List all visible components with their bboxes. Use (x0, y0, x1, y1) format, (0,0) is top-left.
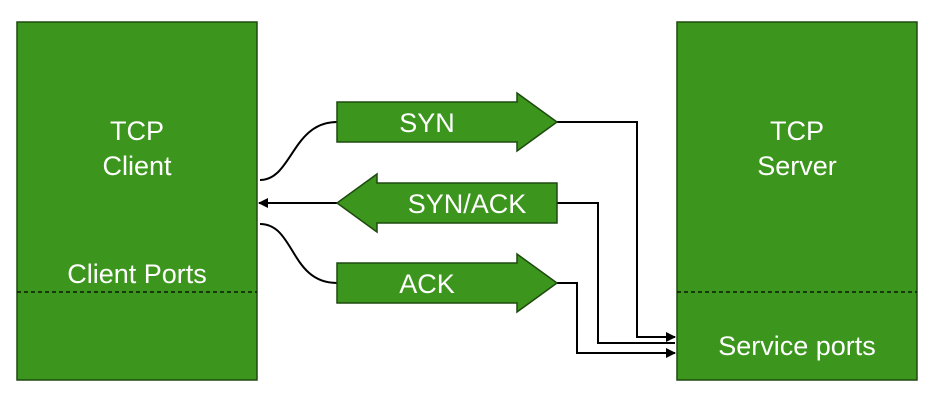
ack-arrow: ACK (336, 252, 559, 314)
synack-label: SYN/ACK (408, 189, 527, 219)
ack-arrow-shape (336, 252, 559, 314)
server-title-line1: TCP (770, 116, 824, 146)
syn-label: SYN (399, 108, 455, 138)
syn-wire-to-server (557, 121, 676, 342)
synack-arrow-shape (335, 172, 558, 234)
synack-arrow: SYN/ACK (335, 172, 558, 234)
client-title-line2: Client (102, 151, 172, 181)
ack-label: ACK (399, 269, 455, 299)
synack-wire-from-server (557, 202, 675, 344)
ack-wire-from-client (259, 223, 338, 284)
server-box-rect (676, 21, 918, 381)
syn-arrow-shape (336, 91, 559, 153)
syn-arrow: SYN (336, 91, 559, 153)
connector-wires (258, 121, 676, 358)
tcp-client-box: TCP Client Client Ports (16, 21, 258, 381)
ack-wire-to-server (557, 282, 676, 358)
client-ports-label: Client Ports (67, 259, 207, 289)
tcp-server-box: TCP Server Service ports (676, 21, 918, 381)
client-title-line1: TCP (110, 116, 164, 146)
service-ports-label: Service ports (718, 331, 876, 361)
server-title-line2: Server (757, 151, 837, 181)
client-box-rect (16, 21, 258, 381)
syn-wire-from-client (259, 121, 338, 181)
